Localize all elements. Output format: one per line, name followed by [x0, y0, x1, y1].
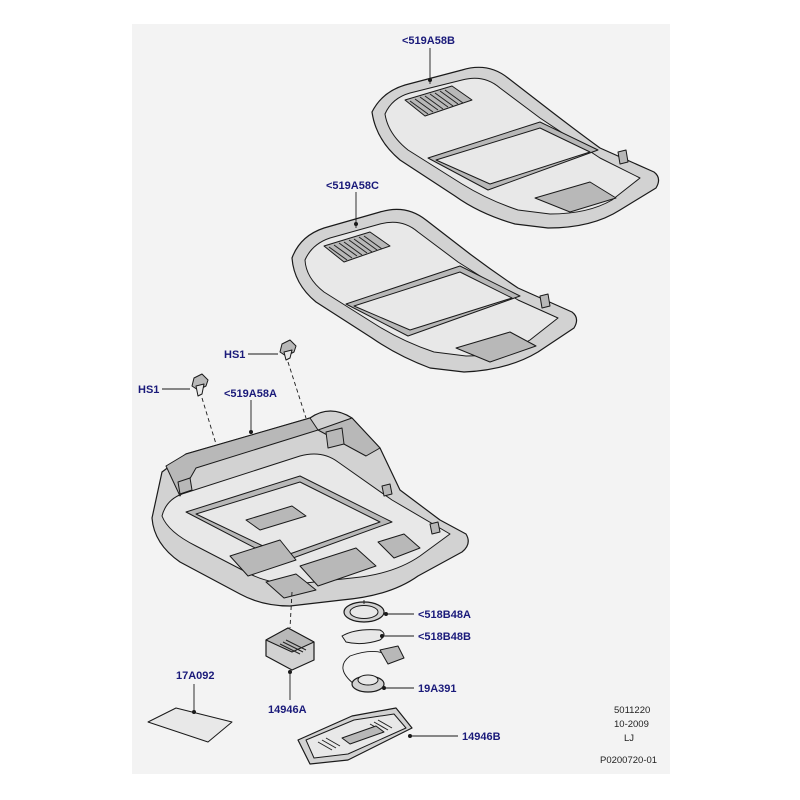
console-part-519a58a[interactable]	[151, 410, 469, 607]
label-519a58b: <519A58B	[402, 35, 455, 47]
leader-lines	[162, 48, 458, 737]
plate-17a092[interactable]	[147, 707, 233, 743]
clip-hs1-top[interactable]	[279, 339, 297, 361]
leader-dots	[192, 78, 432, 738]
label-519a58a: <519A58A	[224, 388, 277, 400]
lens-518b48b[interactable]	[341, 629, 385, 645]
seal-ring-518b48a[interactable]	[343, 601, 385, 623]
vent-grille-icon	[409, 89, 464, 115]
cover-grille-icon	[317, 719, 393, 751]
lamp-module-14946a[interactable]	[265, 627, 315, 671]
label-14946a: 14946A	[268, 704, 307, 716]
vent-grille-icon	[328, 235, 383, 261]
console-part-519a58c[interactable]	[291, 208, 578, 373]
reference-number: 5011220	[614, 705, 650, 716]
reference-code: P0200720-01	[600, 755, 657, 766]
label-518b48a: <518B48A	[418, 609, 471, 621]
console-part-519a58b[interactable]	[371, 66, 660, 229]
label-19a391: 19A391	[418, 683, 457, 695]
lamp-grille-icon	[279, 639, 307, 655]
label-17a092: 17A092	[176, 670, 215, 682]
sensor-harness-19a391[interactable]	[342, 645, 405, 693]
lamp-cover-14946b[interactable]	[297, 707, 413, 765]
label-hs1-left: HS1	[138, 384, 159, 396]
label-14946b: 14946B	[462, 731, 501, 743]
reference-date: 10-2009	[614, 719, 649, 730]
clip-hs1-left[interactable]	[191, 373, 209, 397]
reference-initials: LJ	[624, 733, 634, 744]
reference-block: 5011220 10-2009 LJ P0200720-01	[600, 705, 657, 766]
label-hs1-top: HS1	[224, 349, 245, 361]
label-519a58c: <519A58C	[326, 180, 379, 192]
label-518b48b: <518B48B	[418, 631, 471, 643]
